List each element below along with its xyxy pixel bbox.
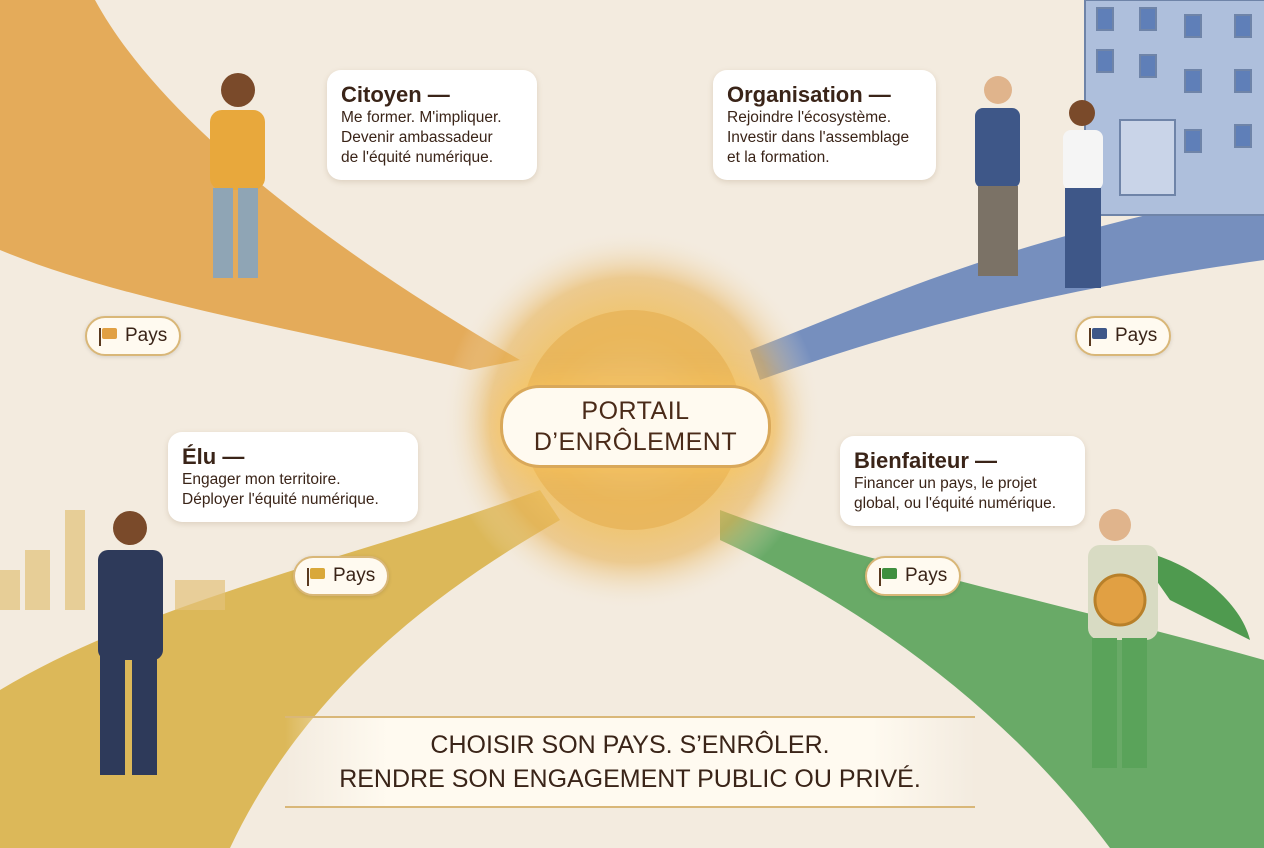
bienfaiteur-bubble: Bienfaiteur — Financer un pays, le proje… [840, 436, 1085, 526]
pays-label: Pays [1115, 325, 1158, 346]
portail-enrolement-button[interactable]: PORTAIL D’ENRÔLEMENT [500, 385, 771, 468]
role-line: Financer un pays, le projet [854, 475, 1037, 492]
flag-icon [879, 568, 899, 586]
pays-button-organisation[interactable]: Pays [1075, 316, 1172, 356]
role-line: et la formation. [727, 149, 830, 166]
organisation-stream [750, 190, 1264, 380]
role-line: Engager mon territoire. [182, 471, 341, 488]
citoyen-bubble: Citoyen — Me former. M'impliquer. Deveni… [327, 70, 537, 180]
portal-line1: PORTAIL [581, 396, 690, 425]
flag-icon [99, 328, 119, 346]
pays-label: Pays [125, 325, 168, 346]
banner-line2: RENDRE SON ENGAGEMENT PUBLIC OU PRIVÉ. [339, 765, 921, 793]
pays-button-elu[interactable]: Pays [293, 556, 390, 596]
role-line: de l'équité numérique. [341, 149, 494, 166]
banner-line1: CHOISIR SON PAYS. S’ENRÔLER. [430, 731, 830, 759]
elu-bubble: Élu — Engager mon territoire. Déployer l… [168, 432, 418, 522]
pays-button-citoyen[interactable]: Pays [85, 316, 182, 356]
role-title: Bienfaiteur — [854, 448, 998, 473]
skyline [0, 510, 225, 610]
flag-icon [1089, 328, 1109, 346]
role-line: Devenir ambassadeur [341, 129, 493, 146]
bienfaiteur-figure [1088, 509, 1250, 768]
flag-icon [307, 568, 327, 586]
role-line: Rejoindre l'écosystème. [727, 109, 892, 126]
portal-line2: D’ENRÔLEMENT [533, 427, 738, 456]
pays-button-bienfaiteur[interactable]: Pays [865, 556, 962, 596]
role-title: Élu — [182, 444, 245, 469]
role-title: Organisation — [727, 82, 891, 107]
organisation-figures [975, 76, 1103, 288]
role-line: Investir dans l'assemblage [727, 129, 910, 146]
building [1084, 0, 1264, 216]
role-line: Me former. M'impliquer. [341, 109, 502, 126]
bottom-banner: CHOISIR SON PAYS. S’ENRÔLER. RENDRE SON … [285, 716, 975, 808]
citoyen-figure [210, 73, 265, 278]
pays-label: Pays [333, 565, 376, 586]
role-line: Déployer l'équité numérique. [182, 491, 379, 508]
elu-figure [98, 511, 163, 775]
role-title: Citoyen — [341, 82, 450, 107]
pays-label: Pays [905, 565, 948, 586]
role-line: global, ou l'équité numérique. [854, 495, 1057, 512]
organisation-bubble: Organisation — Rejoindre l'écosystème. I… [713, 70, 936, 180]
